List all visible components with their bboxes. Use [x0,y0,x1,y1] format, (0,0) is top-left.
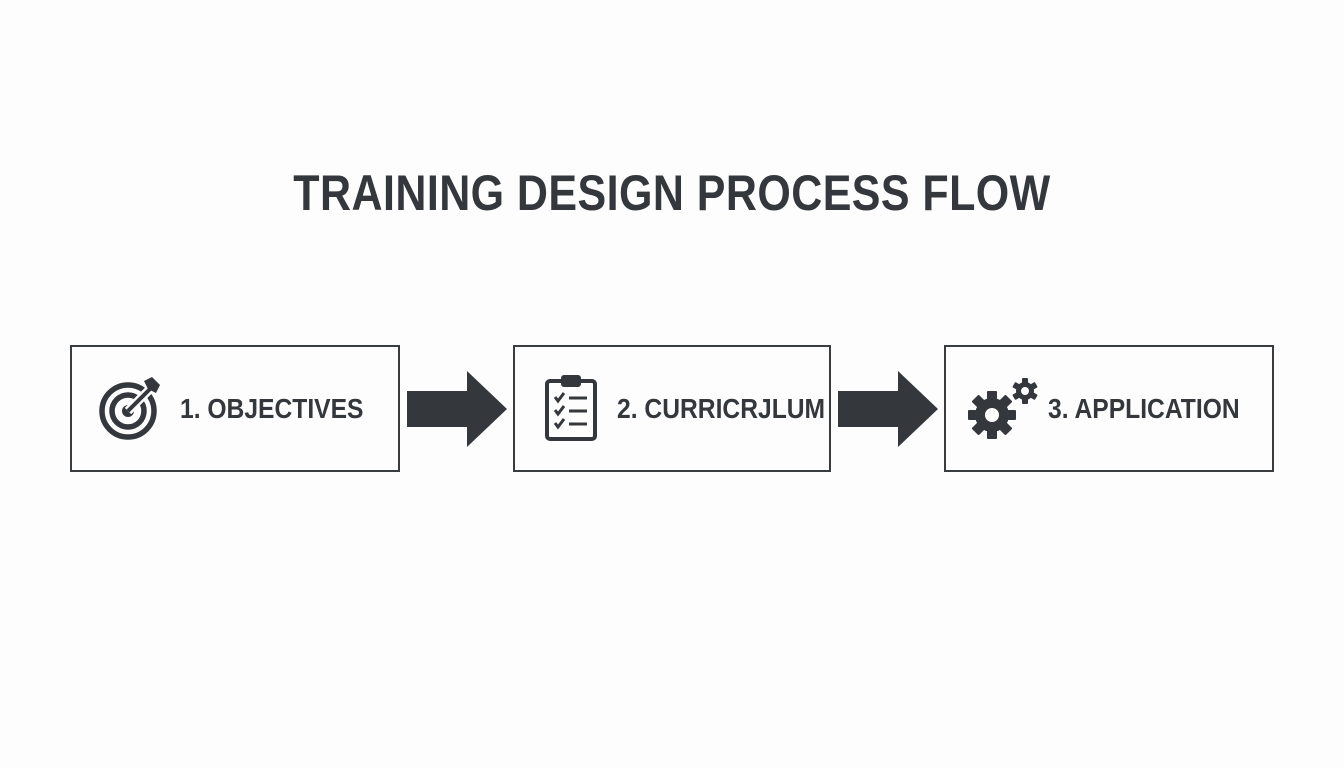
step-label: 2. CURRICRJLUM [617,393,826,424]
step-label: 1. OBJECTIVES [180,393,364,424]
gears-icon [968,378,1038,439]
clipboard-checklist-icon [545,375,597,441]
step-objectives-box: 1. OBJECTIVES [70,345,400,472]
step-curriculum-box: 2. CURRICRJLUM [513,345,831,472]
step-application-box: 3. APPLICATION [944,345,1274,472]
diagram-title: TRAINING DESIGN PROCESS FLOW [293,165,1051,221]
right-arrow-icon [838,371,938,447]
target-icon [99,377,160,440]
step-label: 3. APPLICATION [1048,393,1240,424]
right-arrow-icon [407,371,507,447]
